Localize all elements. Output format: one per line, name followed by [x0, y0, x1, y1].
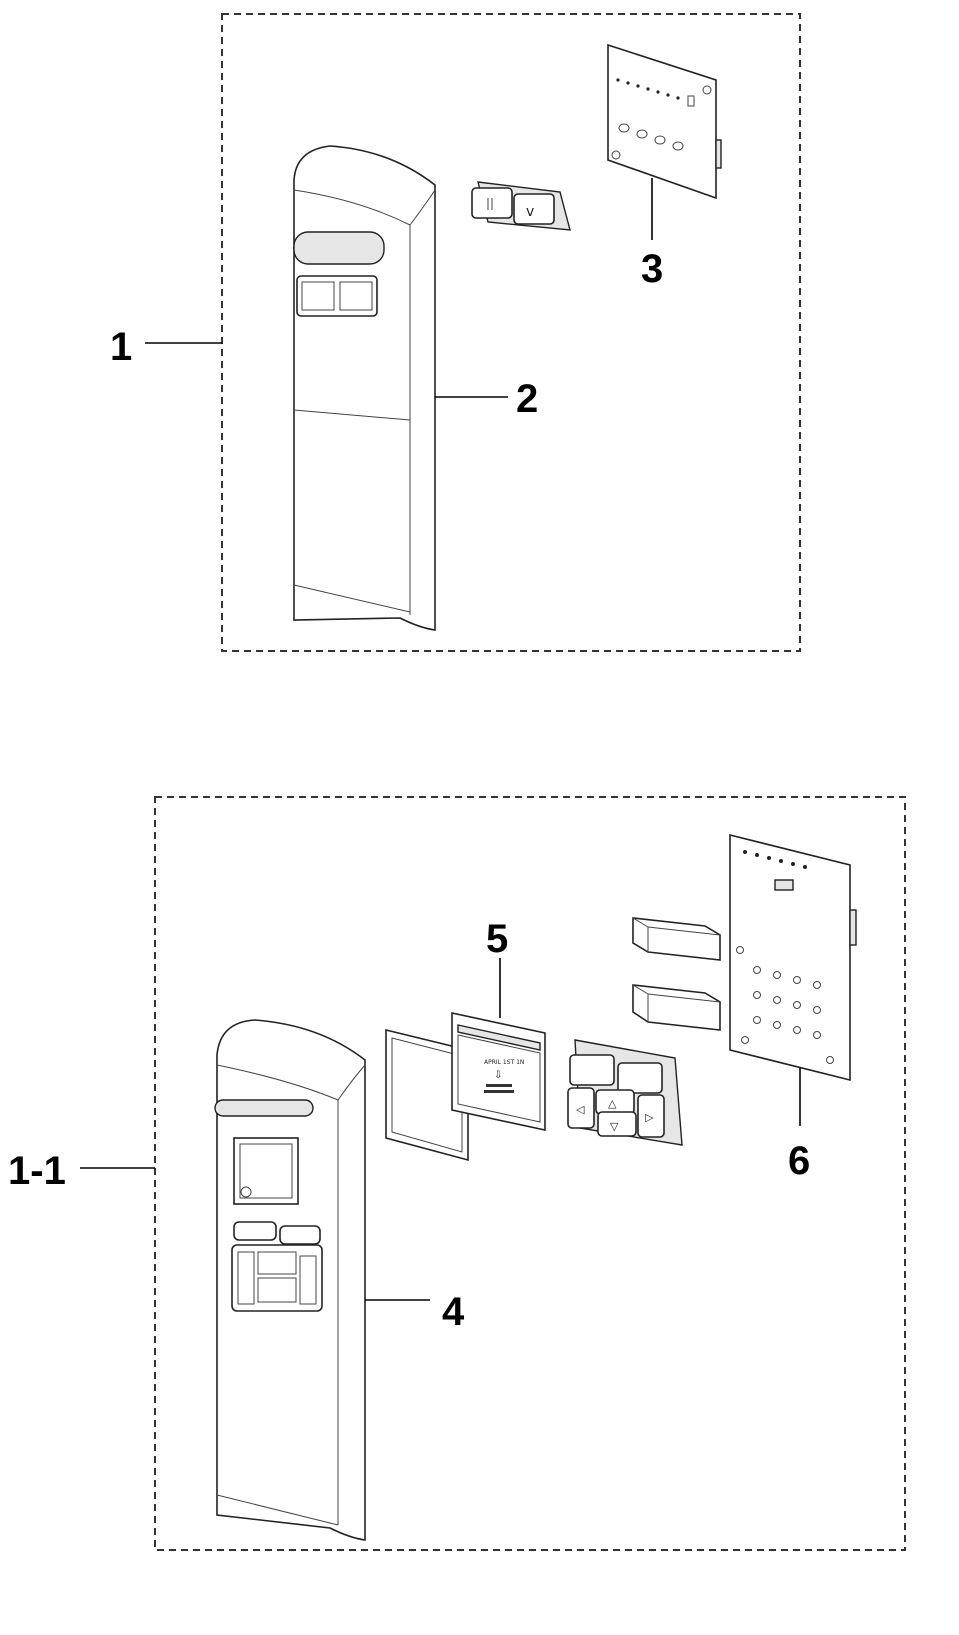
svg-text:◁: ◁	[576, 1103, 585, 1116]
protective-film	[385, 1028, 469, 1162]
assembly-1-boundary	[221, 13, 801, 652]
part-2-display-panel	[293, 145, 436, 631]
assembly-1-1-boundary	[154, 796, 906, 1551]
label-4: 4	[442, 1290, 465, 1334]
label-1: 1	[110, 325, 132, 369]
svg-text:▷: ▷	[645, 1111, 654, 1124]
part-4-display-panel	[214, 1019, 366, 1541]
label-5: 5	[486, 917, 508, 961]
svg-text:v: v	[526, 204, 534, 220]
part-5-display-window: APRIL 1ST 1N ⇩	[451, 1012, 546, 1131]
svg-text:▽: ▽	[610, 1120, 619, 1133]
button-cluster: ◁ △ ▽ ▷	[567, 1039, 683, 1146]
part-6-circuit-board	[729, 833, 857, 1082]
part-3-circuit-board	[607, 43, 722, 200]
svg-text:⇩: ⇩	[494, 1070, 502, 1081]
label-6: 6	[788, 1139, 810, 1183]
foam-pads	[632, 917, 721, 1031]
button-module: v	[471, 181, 571, 231]
label-1-1: 1-1	[8, 1149, 66, 1193]
label-3: 3	[641, 247, 663, 291]
svg-text:△: △	[608, 1097, 617, 1110]
svg-text:APRIL 1ST 1N: APRIL 1ST 1N	[484, 1059, 524, 1066]
label-2: 2	[516, 377, 538, 421]
